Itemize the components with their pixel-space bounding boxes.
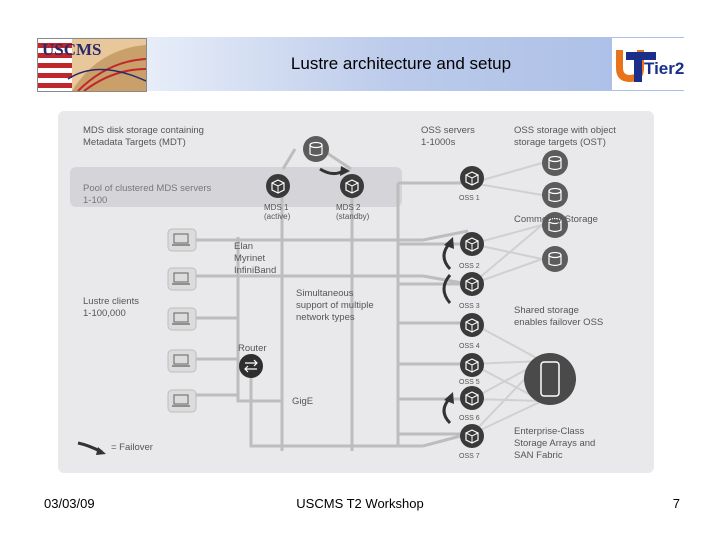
oss4-server-icon <box>459 312 485 338</box>
oss4-label: OSS 4 <box>459 343 480 350</box>
connection-lines <box>188 147 469 451</box>
oss7-label: OSS 7 <box>459 453 480 460</box>
oss3-label: OSS 3 <box>459 303 480 310</box>
commodity-disk-2-icon <box>541 181 569 209</box>
oss-storage-label: OSS storage with object storage targets … <box>514 125 619 148</box>
slide-title: Lustre architecture and setup <box>290 54 512 73</box>
simultaneous-label: Simultaneous support of multiple network… <box>296 288 376 323</box>
oss5-label: OSS 5 <box>459 379 480 386</box>
lustre-clients-label: Lustre clients 1-100,000 <box>83 296 142 319</box>
client-laptop-1-icon <box>167 228 197 252</box>
router-icon <box>239 354 263 378</box>
slide-page-number: 7 <box>672 496 680 511</box>
oss6-label: OSS 6 <box>459 415 480 422</box>
mds-pool-label: Pool of clustered MDS servers 1-100 <box>83 183 214 206</box>
gige-label: GigE <box>292 396 313 407</box>
mds1-label: MDS 1 (active) <box>264 203 291 221</box>
oss-servers-label: OSS servers 1-1000s <box>421 125 478 148</box>
mds2-server-icon <box>339 173 365 199</box>
commodity-storage-label: Commodity Storage <box>514 214 598 225</box>
client-laptop-3-icon <box>167 307 197 331</box>
router-label: Router <box>238 343 267 354</box>
commodity-disk-1-icon <box>541 149 569 177</box>
mds1-server-icon <box>265 173 291 199</box>
client-laptop-4-icon <box>167 349 197 373</box>
mdt-disk-icon <box>302 135 330 163</box>
oss1-server-icon <box>459 165 485 191</box>
flag-stripes-icon <box>38 39 72 91</box>
shared-disk-2-icon <box>541 245 569 273</box>
slide-date: 03/03/09 <box>44 496 95 511</box>
mds2-label: MDS 2 (standby) <box>336 203 370 221</box>
oss1-label: OSS 1 <box>459 195 480 202</box>
mds-storage-label: MDS disk storage containing Metadata Tar… <box>83 125 207 148</box>
oss6-server-icon <box>459 385 485 411</box>
oss7-server-icon <box>459 423 485 449</box>
lustre-architecture-diagram: MDS disk storage containing Metadata Tar… <box>58 111 654 473</box>
uscms-logo: USCMS <box>37 38 147 92</box>
mds-pool-band <box>70 167 402 207</box>
slide-event: USCMS T2 Workshop <box>296 496 424 511</box>
oss3-server-icon <box>459 271 485 297</box>
svg-text:USCMS: USCMS <box>42 40 102 59</box>
oss5-server-icon <box>459 352 485 378</box>
client-laptop-5-icon <box>167 389 197 413</box>
failover-legend-label: = Failover <box>111 442 153 453</box>
failover-legend-arrow-icon <box>77 441 106 455</box>
oss-failover-arrows <box>442 237 454 425</box>
enterprise-storage-label: Enterprise-Class Storage Arrays and SAN … <box>514 426 598 461</box>
enterprise-storage-icon <box>524 353 576 405</box>
networks-label: Elan Myrinet InfiniBand <box>234 241 276 276</box>
tier2-logo: Tier2 <box>612 38 688 90</box>
client-laptop-2-icon <box>167 267 197 291</box>
shared-storage-label: Shared storage enables failover OSS <box>514 305 603 328</box>
oss2-label: OSS 2 <box>459 263 480 270</box>
svg-text:Tier2: Tier2 <box>644 59 684 78</box>
oss2-server-icon <box>459 231 485 257</box>
